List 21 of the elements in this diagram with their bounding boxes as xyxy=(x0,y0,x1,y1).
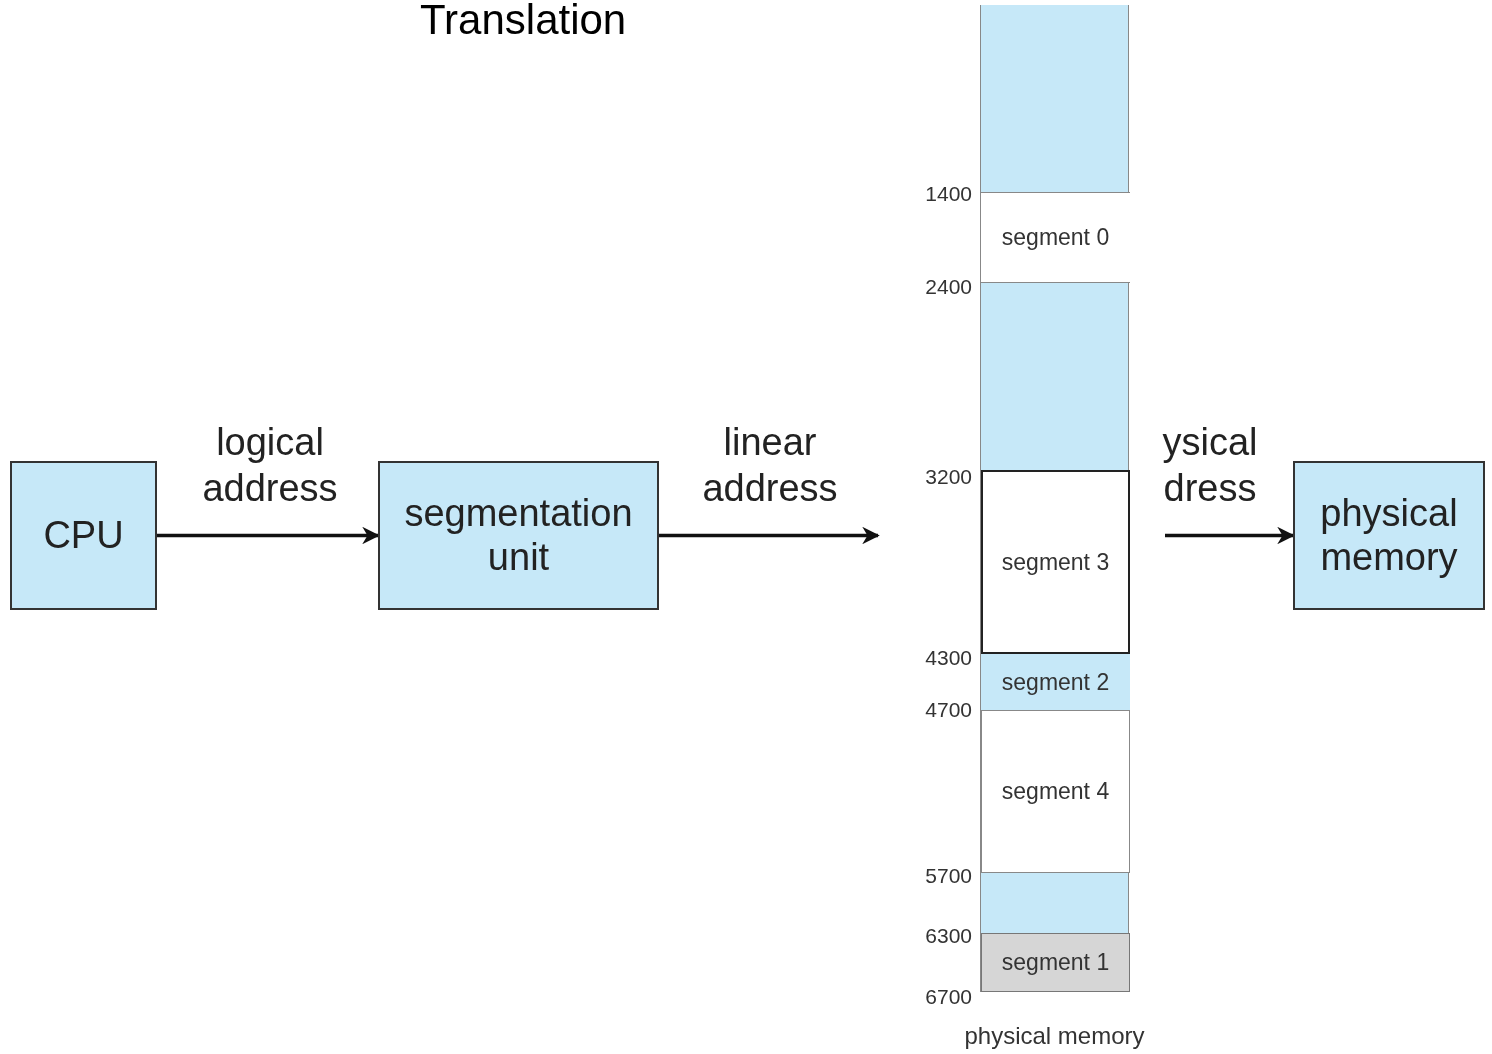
node-label: physical memory xyxy=(963,1021,1146,1051)
address-label: 1400 xyxy=(924,181,972,207)
memory-column xyxy=(980,5,1129,992)
process-box: physical memory xyxy=(1293,461,1485,610)
process-box: segmentation unit xyxy=(378,461,659,610)
memory-segment: segment 4 xyxy=(981,710,1130,873)
address-label: 4700 xyxy=(924,697,972,723)
arrow xyxy=(1165,526,1295,545)
address-label: 3200 xyxy=(924,464,972,490)
address-label: 6700 xyxy=(924,984,972,1010)
address-label: 2400 xyxy=(924,274,972,300)
title: Translation xyxy=(420,0,627,45)
memory-segment: segment 0 xyxy=(981,192,1130,283)
memory-segment: segment 3 xyxy=(981,470,1130,654)
memory-segment: segment 1 xyxy=(981,933,1130,992)
address-label: 4300 xyxy=(924,645,972,671)
arrow xyxy=(157,526,380,545)
process-box: CPU xyxy=(10,461,157,610)
address-label: 6300 xyxy=(924,923,972,949)
address-label: 5700 xyxy=(924,863,972,889)
arrow xyxy=(659,526,880,545)
